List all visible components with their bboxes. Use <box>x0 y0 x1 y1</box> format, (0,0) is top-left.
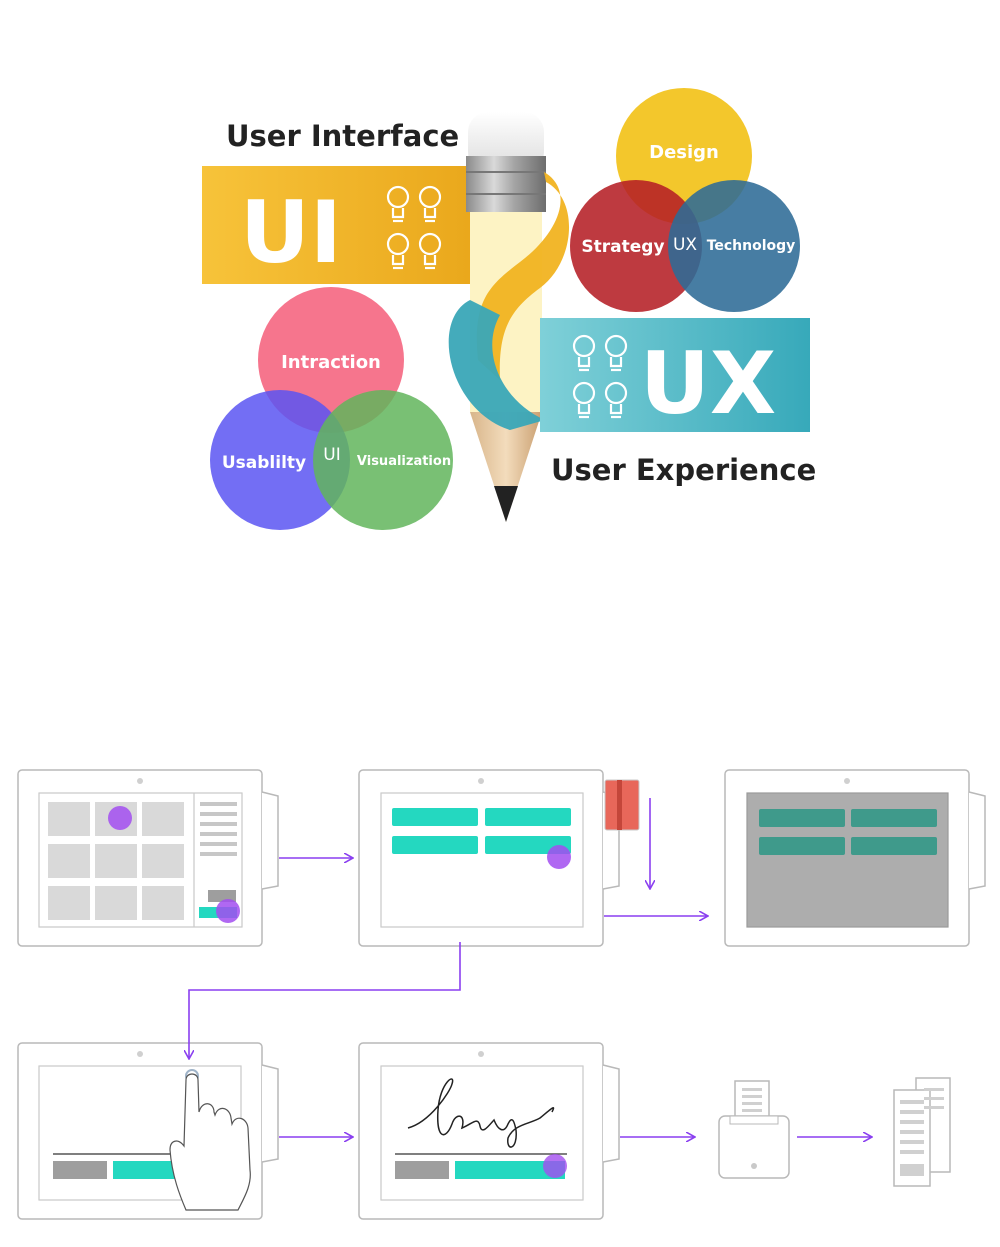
venn-label-ux-center: UX <box>673 235 697 255</box>
checkout-flow-diagram <box>17 769 986 1220</box>
venn-circle-usability <box>210 390 350 530</box>
venn-label-usability: Usablilty <box>222 453 306 473</box>
ux-venn-diagram: Design Strategy Technology UX <box>570 88 800 312</box>
venn-circle-visualization <box>313 390 453 530</box>
signature-stroke <box>407 1078 555 1148</box>
ui-banner-label: UI <box>240 183 342 283</box>
pencil-icon <box>448 112 570 522</box>
ui-ux-illustration: UI User Interface UX <box>202 88 816 530</box>
ui-banner: UI <box>202 166 470 284</box>
venn-label-strategy: Strategy <box>581 237 664 257</box>
arrow-icon <box>189 942 461 1058</box>
ux-banner: UX <box>540 318 810 434</box>
venn-label-visualization: Visualization <box>357 454 451 469</box>
tablet-signature-icon <box>358 1042 620 1220</box>
flow-arrows <box>189 798 871 1137</box>
touch-point-icon <box>216 899 240 923</box>
venn-label-technology: Technology <box>707 238 796 254</box>
tablet-grid-icon <box>17 769 279 947</box>
venn-label-ui-center: UI <box>323 445 340 465</box>
ui-heading: User Interface <box>226 119 459 153</box>
venn-circle-technology <box>668 180 800 312</box>
hand-pointer-icon <box>169 1069 251 1211</box>
venn-label-design: Design <box>649 142 719 163</box>
touch-point-icon <box>547 845 571 869</box>
lightbulb-icon <box>386 185 442 270</box>
credit-card-icon <box>604 779 640 831</box>
receipt-printer-icon <box>718 1080 790 1179</box>
receipt-icon <box>893 1077 951 1187</box>
venn-label-intraction: Intraction <box>281 352 381 373</box>
tablet-processing-icon <box>724 769 986 947</box>
ux-banner-label: UX <box>640 334 776 434</box>
touch-point-icon <box>543 1154 567 1178</box>
ux-heading: User Experience <box>551 453 816 487</box>
tablet-touch-icon <box>17 1042 279 1220</box>
lightbulb-icon <box>572 334 628 419</box>
ui-venn-diagram: Intraction Usablilty Visualization UI <box>210 287 453 530</box>
tablet-buttons-icon <box>358 769 640 947</box>
touch-point-icon <box>108 806 132 830</box>
venn-circle-strategy <box>570 180 702 312</box>
